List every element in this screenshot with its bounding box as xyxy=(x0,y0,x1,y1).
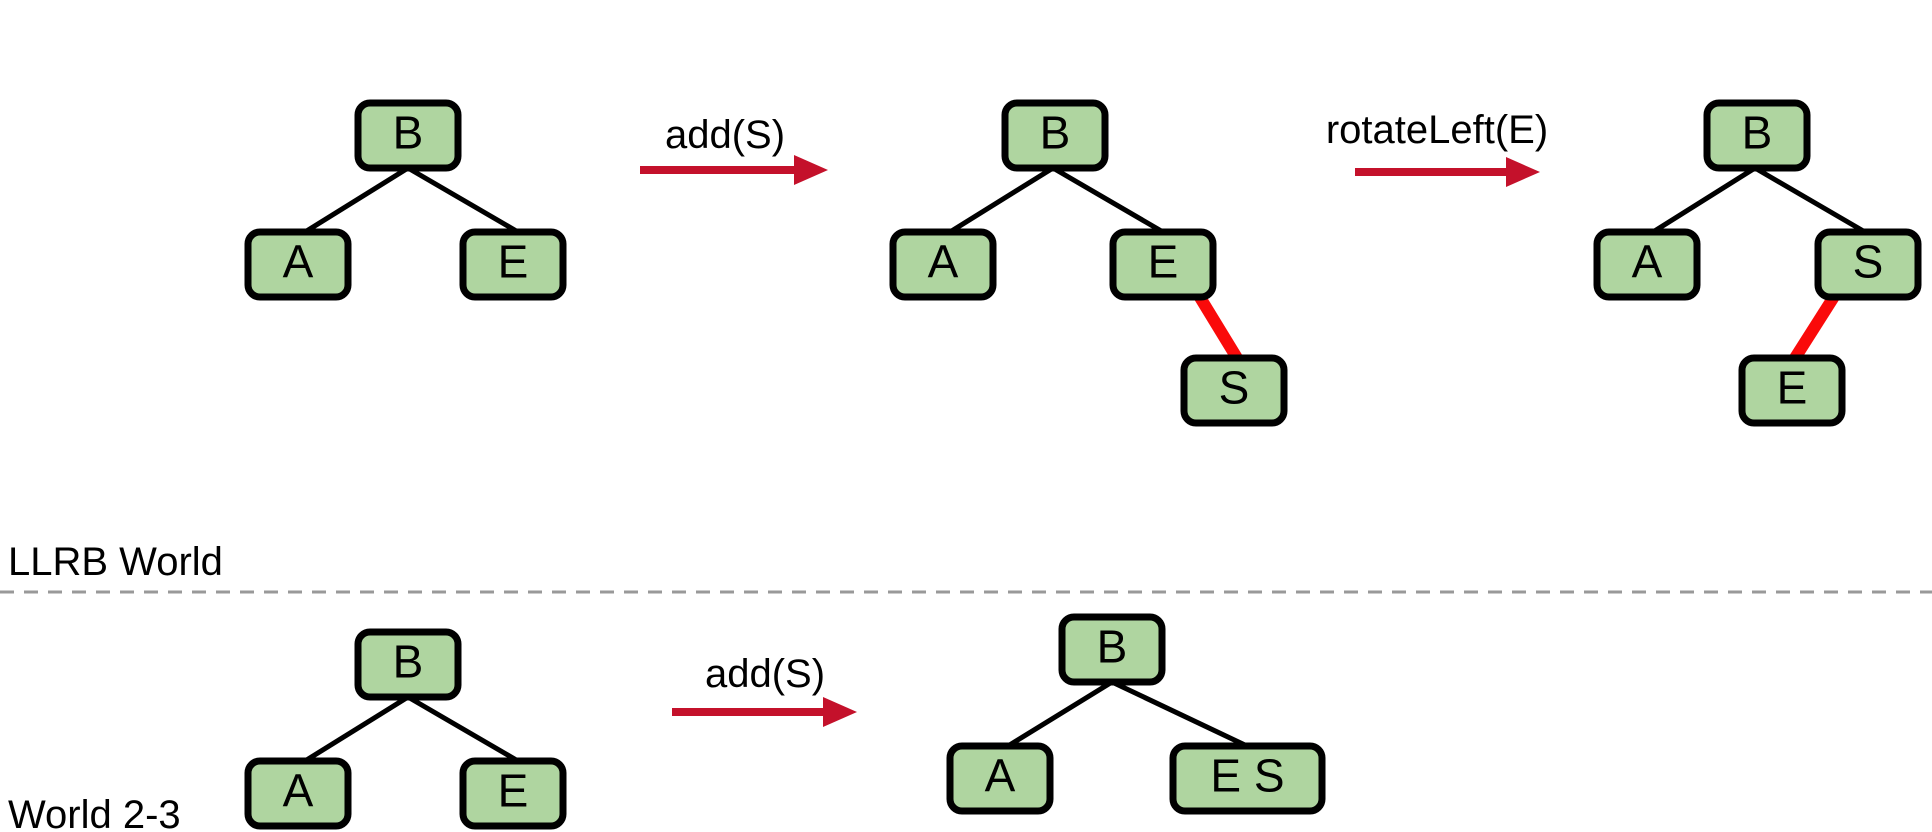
tree-tree-llrb-initial-edges xyxy=(303,165,520,235)
tree-tree-23-initial-edges xyxy=(303,694,520,764)
tree-node-A xyxy=(889,228,997,301)
tree-node-label-E: E xyxy=(498,236,529,288)
black-link-n1-n3 xyxy=(406,694,520,764)
tree-node-label-E: E xyxy=(498,765,529,817)
tree-node-A xyxy=(244,228,352,301)
arrow-head-icon xyxy=(1506,157,1540,187)
tree-node-label-E: E xyxy=(1148,236,1179,288)
nodes-layer: B A E B A E S B A S E B A E B A E S xyxy=(244,99,1922,830)
tree-node-E-S xyxy=(1169,742,1326,815)
black-link-n1-n2 xyxy=(303,165,410,235)
tree-node-E xyxy=(1109,228,1217,301)
tree-tree-23-after-add-edges xyxy=(1006,679,1249,749)
arrows-layer: add(S) rotateLeft(E) add(S) xyxy=(640,108,1548,727)
tree-tree-llrb-initial: B A E xyxy=(244,99,567,301)
tree-node-S xyxy=(1180,354,1288,427)
tree-node-S xyxy=(1814,228,1922,301)
operation-label-addS: add(S) xyxy=(705,652,825,696)
tree-node-B xyxy=(1001,99,1109,172)
black-link-n1-n2 xyxy=(1651,165,1757,235)
operation-op-top-rotate: rotateLeft(E) xyxy=(1326,108,1548,187)
tree-tree-23-initial: B A E xyxy=(244,628,567,830)
tree-node-label-A: A xyxy=(1632,236,1663,288)
arrow-head-icon xyxy=(794,155,828,185)
black-link-n1-n2 xyxy=(303,694,410,764)
section-label-llrb: LLRB World xyxy=(8,540,223,584)
tree-node-label-A: A xyxy=(283,765,314,817)
tree-node-E xyxy=(459,228,567,301)
operation-label-rotateLeftE: rotateLeft(E) xyxy=(1326,108,1548,152)
tree-node-E xyxy=(459,757,567,830)
tree-node-label-E-S: E S xyxy=(1210,750,1284,802)
tree-node-A xyxy=(946,742,1054,815)
tree-node-label-S: S xyxy=(1219,362,1250,414)
tree-node-A xyxy=(1593,228,1701,301)
black-link-n1-n3 xyxy=(406,165,520,235)
tree-node-label-A: A xyxy=(283,236,314,288)
tree-tree-llrb-after-rotate: B A S E xyxy=(1593,99,1922,427)
tree-tree-23-after-add: B A E S xyxy=(946,613,1326,815)
tree-node-E xyxy=(1738,354,1846,427)
tree-node-label-B: B xyxy=(1040,107,1071,159)
tree-node-A xyxy=(244,757,352,830)
tree-tree-llrb-after-add: B A E S xyxy=(889,99,1288,427)
tree-node-B xyxy=(354,628,462,701)
tree-node-label-B: B xyxy=(393,107,424,159)
tree-node-B xyxy=(354,99,462,172)
tree-node-label-B: B xyxy=(393,636,424,688)
black-link-n1-n2 xyxy=(1006,679,1114,749)
tree-node-label-A: A xyxy=(985,750,1016,802)
arrow-head-icon xyxy=(823,697,857,727)
tree-node-label-B: B xyxy=(1097,621,1128,673)
tree-node-label-S: S xyxy=(1853,236,1884,288)
black-link-n1-n3 xyxy=(1753,165,1867,235)
tree-node-B xyxy=(1703,99,1811,172)
section-label-world23: World 2-3 xyxy=(8,793,181,832)
black-link-n1-n3 xyxy=(1051,165,1165,235)
tree-node-B xyxy=(1058,613,1166,686)
tree-node-label-E: E xyxy=(1777,362,1808,414)
operation-label-addS: add(S) xyxy=(665,113,785,157)
operation-op-top-add: add(S) xyxy=(640,113,828,185)
operation-op-bottom-add: add(S) xyxy=(672,652,857,727)
black-link-n1-n2 xyxy=(948,165,1055,235)
tree-node-label-A: A xyxy=(928,236,959,288)
tree-node-label-B: B xyxy=(1742,107,1773,159)
black-link-n1-n3 xyxy=(1110,679,1249,749)
